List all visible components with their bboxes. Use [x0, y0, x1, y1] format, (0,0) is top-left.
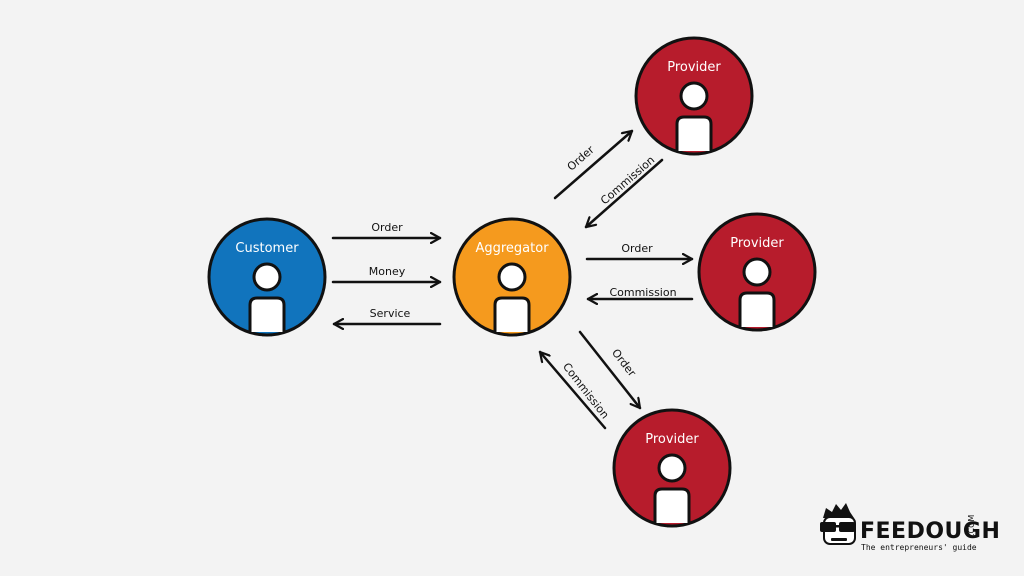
feedough-logo: FEEDOUGH .COM The entrepreneurs' guide	[820, 503, 1000, 552]
person-icon	[493, 262, 531, 337]
provider-node-middle: Provider	[697, 212, 817, 332]
person-icon	[738, 257, 776, 332]
provider-node-bottom: Provider	[612, 408, 732, 528]
provider-label-bottom: Provider	[645, 432, 699, 447]
edge-label-middle-commission: Commission	[609, 286, 676, 299]
person-icon	[248, 262, 286, 337]
customer-node: Customer	[207, 217, 327, 337]
edge-label-customer-service: Service	[370, 307, 411, 320]
aggregator-node: Aggregator	[452, 217, 572, 337]
glasses-face-icon	[820, 503, 856, 545]
provider-label-top: Provider	[667, 60, 721, 75]
edge-label-customer-order: Order	[371, 221, 403, 234]
brand-suffix: .COM	[967, 515, 976, 536]
arrow-top-commission	[584, 158, 664, 229]
arrow-bottom-commission	[538, 350, 607, 430]
arrow-bottom-order	[578, 330, 642, 410]
edge-label-top-order: Order	[565, 143, 597, 174]
edge-label-middle-order: Order	[621, 242, 653, 255]
edge-label-bottom-commission: Commission	[560, 360, 612, 421]
arrow-top-order	[553, 129, 634, 200]
customer-label: Customer	[235, 241, 299, 256]
provider-node-top: Provider	[634, 36, 754, 156]
edge-label-top-commission: Commission	[598, 153, 657, 207]
edge-label-customer-money: Money	[369, 265, 406, 278]
aggregator-label: Aggregator	[475, 241, 549, 256]
brand-tagline: The entrepreneurs' guide	[861, 543, 977, 552]
brand-name: FEEDOUGH	[860, 519, 1000, 544]
person-icon	[675, 81, 713, 156]
person-icon	[653, 453, 691, 528]
provider-label-middle: Provider	[730, 236, 784, 251]
